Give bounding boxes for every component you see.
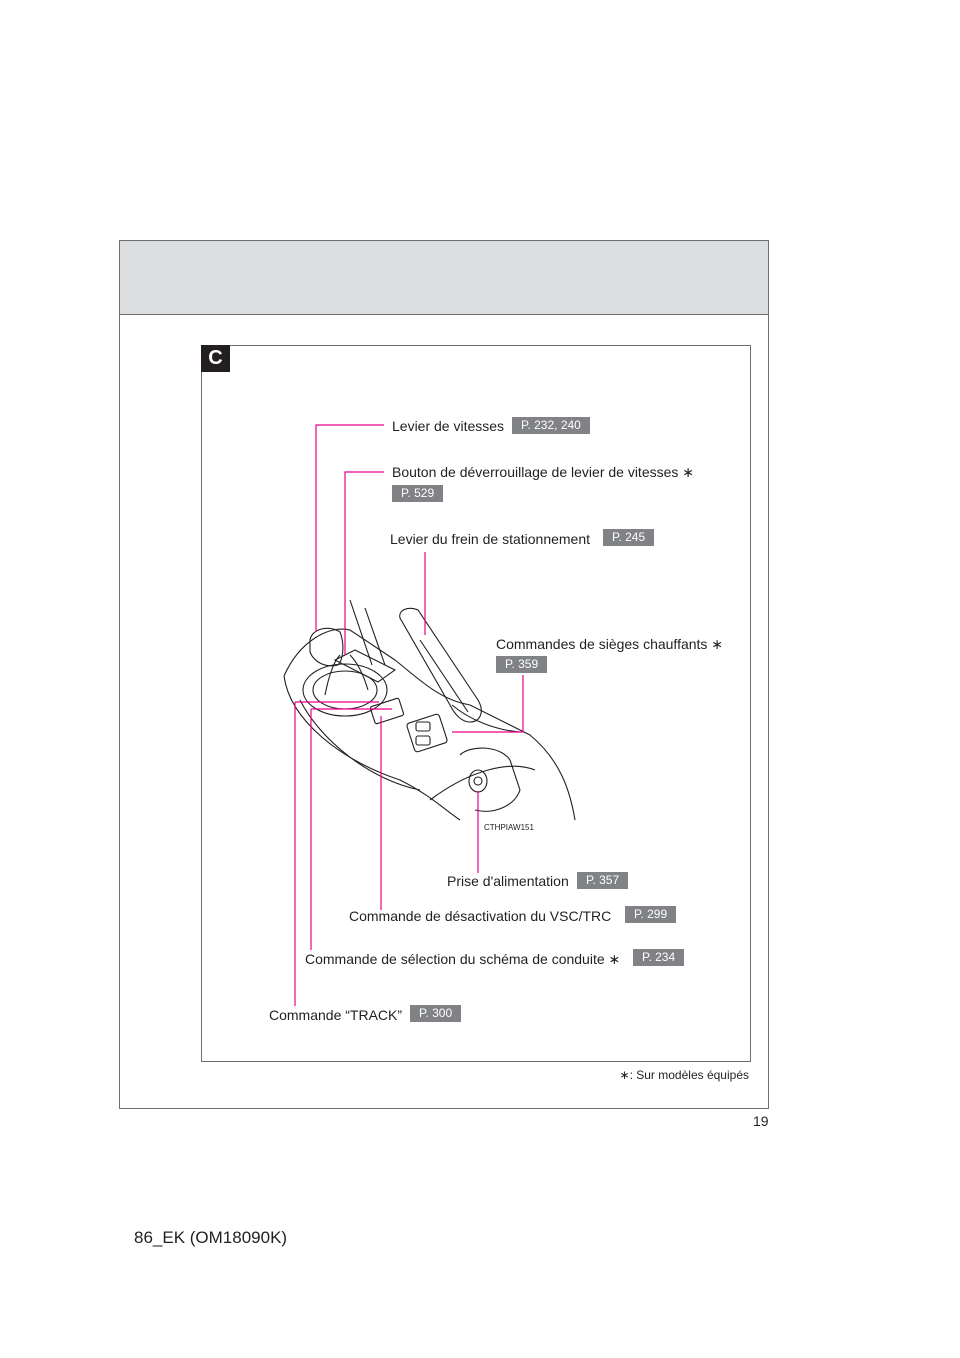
vsc-off-ref[interactable]: P. 299 xyxy=(625,906,677,923)
power-outlet-label: Prise d'alimentation xyxy=(447,873,569,889)
document-code: 86_EK (OM18090K) xyxy=(134,1228,288,1247)
parking-brake-label: Levier du frein de stationnement xyxy=(390,531,591,547)
illustration-frame xyxy=(201,345,751,1062)
shift-release-label: Bouton de déverrouillage de levier de vi… xyxy=(392,464,695,480)
shift-release-ref[interactable]: P. 529 xyxy=(392,485,444,502)
section-tag: C xyxy=(201,345,230,372)
power-outlet-ref[interactable]: P. 357 xyxy=(577,872,629,889)
header-band xyxy=(120,241,768,315)
seat-heaters-label: Commandes de sièges chauffants ∗ xyxy=(496,636,724,652)
shift-lever-ref[interactable]: P. 232, 240 xyxy=(512,417,590,434)
console-drawing xyxy=(283,599,576,821)
footnote: ∗: Sur modèles équipés xyxy=(619,1068,749,1082)
page-number: 19 xyxy=(753,1113,769,1129)
drive-mode-ref[interactable]: P. 234 xyxy=(633,949,685,966)
vsc-off-label: Commande de désactivation du VSC/TRC xyxy=(349,908,612,924)
drive-mode-label: Commande de sélection du schéma de condu… xyxy=(305,951,621,967)
leader-lines xyxy=(294,424,524,1006)
track-ref[interactable]: P. 300 xyxy=(410,1005,462,1022)
page-frame xyxy=(119,240,769,1109)
shift-lever-label: Levier de vitesses xyxy=(392,418,505,434)
track-label: Commande “TRACK” xyxy=(269,1007,403,1023)
parking-brake-ref[interactable]: P. 245 xyxy=(603,529,655,546)
image-code: CTHPIAW151 xyxy=(484,823,534,832)
seat-heaters-ref[interactable]: P. 359 xyxy=(496,656,548,673)
